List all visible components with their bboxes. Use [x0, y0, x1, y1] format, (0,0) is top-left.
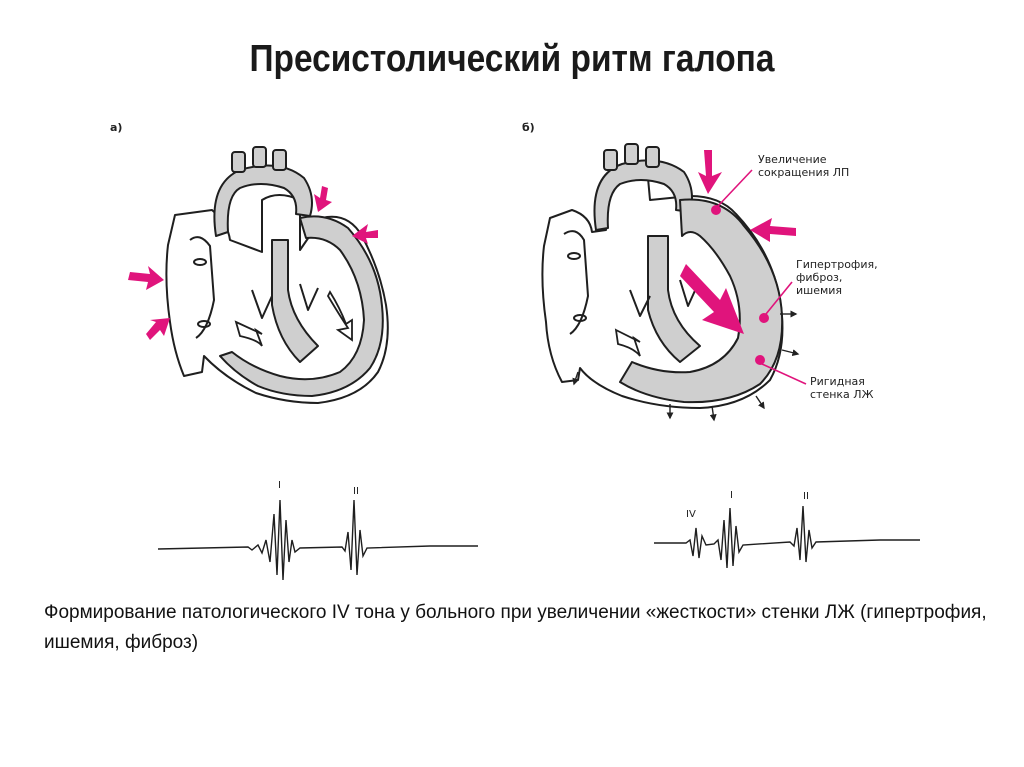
tone-label-ii-a: II: [353, 486, 359, 497]
callout-hypertrophy: Гипертрофия, фиброз, ишемия: [796, 258, 878, 297]
callout-rigid-wall: Ригидная стенка ЛЖ: [810, 375, 874, 401]
panel-b-pressure-arrows: [698, 150, 796, 242]
panel-b-label: б): [522, 121, 535, 134]
lesion-markers: [711, 205, 769, 365]
tone-label-ii-b: II: [803, 491, 809, 502]
flow-arrow-left: [326, 290, 353, 342]
tone-label-iv-b: IV: [686, 509, 696, 520]
phonocardiogram-normal: [157, 499, 478, 581]
slide-caption: Формирование патологического IV тона у б…: [44, 602, 987, 653]
heart-hypertrophied: [541, 143, 784, 409]
tone-label-i-b: I: [730, 490, 733, 501]
heart-normal: [165, 146, 389, 404]
wall-outward-arrows: [572, 310, 800, 422]
panel-a-pressure-arrows: [128, 186, 378, 340]
phonocardiogram-gallop: [654, 505, 920, 569]
flow-arrow-right: [234, 320, 263, 347]
tone-label-i-a: I: [278, 480, 281, 491]
atrial-kick-arrow: [680, 264, 744, 334]
slide-title: Пресистолический ритм галопа: [249, 38, 775, 80]
callout-atrial-contraction: Увеличение сокращения ЛП: [758, 153, 850, 179]
flow-arrow-right-b: [614, 328, 641, 357]
callout-leaders: [717, 169, 807, 385]
panel-a-label: а): [110, 121, 123, 134]
